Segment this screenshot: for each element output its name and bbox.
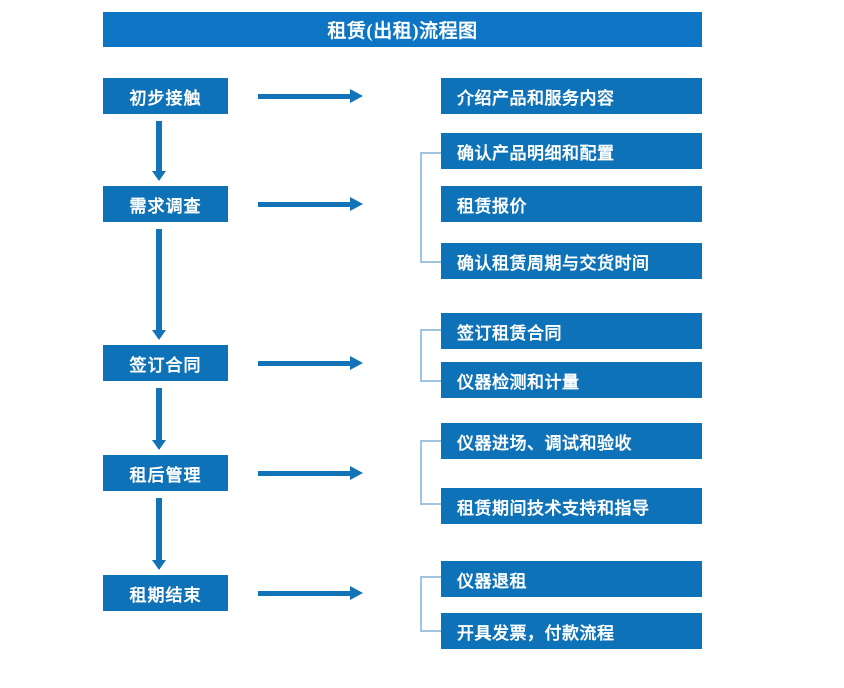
detail-box-9[interactable]: 仪器退租 [441,561,702,597]
stage-box-2[interactable]: 需求调查 [103,186,228,222]
stage-connector-1-2 [152,121,166,181]
arrow-head-down-icon [152,440,166,450]
detail-box-10[interactable]: 开具发票，付款流程 [441,613,702,649]
stage-connector-3-4 [152,388,166,450]
arrow-head-right-icon [350,466,363,480]
stage-detail-arrow-2 [258,197,363,211]
stage-detail-arrow-1 [258,89,363,103]
stage-detail-arrow-4 [258,466,363,480]
detail-box-5[interactable]: 签订租赁合同 [441,313,702,349]
group-bracket-4 [420,576,442,632]
arrow-shaft [258,94,350,99]
stage-box-5[interactable]: 租期结束 [103,575,228,611]
stage-box-1[interactable]: 初步接触 [103,78,228,114]
chart-title: 租赁(出租)流程图 [103,12,702,47]
arrow-shaft [258,471,350,476]
arrow-head-right-icon [350,356,363,370]
stage-box-4[interactable]: 租后管理 [103,455,228,491]
stage-box-3[interactable]: 签订合同 [103,345,228,381]
stage-connector-2-3 [152,229,166,340]
arrow-shaft [258,202,350,207]
arrow-shaft [156,229,162,331]
arrow-head-down-icon [152,330,166,340]
arrow-head-down-icon [152,171,166,181]
arrow-head-right-icon [350,89,363,103]
arrow-shaft [156,388,162,441]
stage-detail-arrow-3 [258,356,363,370]
arrow-head-right-icon [350,197,363,211]
detail-box-1[interactable]: 介绍产品和服务内容 [441,78,702,114]
arrow-shaft [156,121,162,172]
detail-box-2[interactable]: 确认产品明细和配置 [441,133,702,169]
group-bracket-2 [420,329,442,382]
detail-box-4[interactable]: 确认租赁周期与交货时间 [441,243,702,279]
arrow-head-right-icon [350,586,363,600]
arrow-shaft [258,591,350,596]
stage-connector-4-5 [152,498,166,570]
detail-box-6[interactable]: 仪器检测和计量 [441,362,702,398]
group-bracket-3 [420,440,442,505]
detail-box-7[interactable]: 仪器进场、调试和验收 [441,423,702,459]
stage-detail-arrow-5 [258,586,363,600]
detail-box-3[interactable]: 租赁报价 [441,186,702,222]
arrow-shaft [258,361,350,366]
arrow-shaft [156,498,162,561]
arrow-head-down-icon [152,560,166,570]
detail-box-8[interactable]: 租赁期间技术支持和指导 [441,488,702,524]
group-bracket-1 [420,152,442,263]
